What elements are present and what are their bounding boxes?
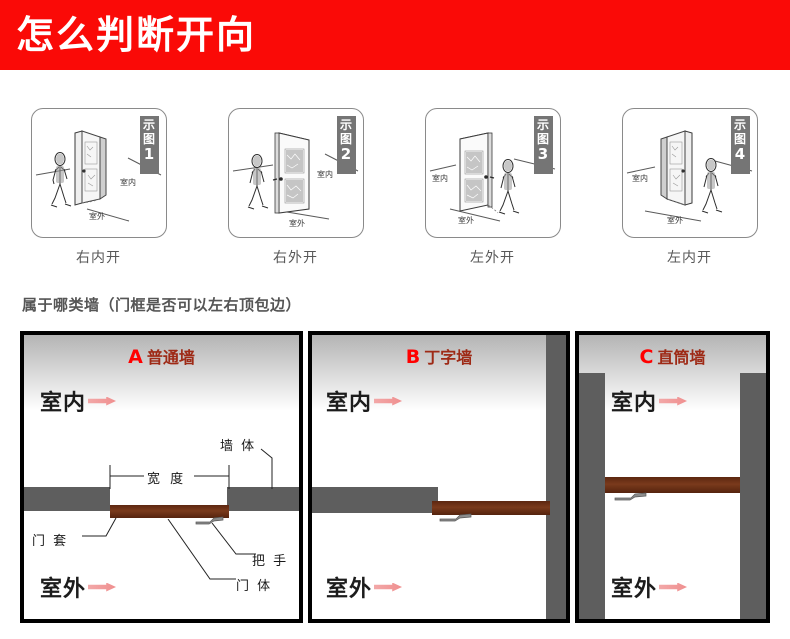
card-1-caption: 右内开 [76,250,121,266]
panel-b-wall-horizontal [312,487,438,513]
card-3-outdoor-label: 室外 [458,215,474,225]
illustration-card-3: 室内 室外 示图 3 左外开 [394,108,591,278]
door-scene-4-svg: 室内 室外 [626,130,752,225]
panel-a-wall-right [227,487,299,511]
card-2-outdoor-label: 室外 [289,218,305,228]
card-3-indoor-label: 室内 [432,173,448,183]
illustration-card-4: 室内 室外 示图 4 左内开 [591,108,788,278]
outdoor-arrow-icon [88,582,117,592]
panel-b-handle-icon [439,513,472,522]
door-scene-1-svg: 室内 室外 [35,130,161,222]
card-2-indoor-label: 室内 [317,169,333,179]
panel-a-indoor-label: 室内 [40,385,117,417]
panel-c-handle-icon [614,492,647,501]
panel-c-indoor-label: 室内 [611,385,688,417]
door-scene-3-svg: 室内 室外 [429,132,555,225]
card-4-indoor-label: 室内 [632,173,648,183]
card-1-badge-label: 示图 [142,118,155,146]
illustration-card-row: 室内 室外 示图 1 右内开 [0,108,790,278]
panel-a-door-body-leader [167,519,236,580]
panel-b-title-text: 丁字墙 [424,348,473,367]
header-banner: 怎么判断开向 [0,0,790,70]
door-illustration-2[interactable]: 室内 室外 示图 2 [227,108,364,238]
panel-c-title-text: 直筒墙 [657,348,706,367]
card-4-outdoor-label: 室外 [667,215,683,225]
panel-b-indoor-text: 室内 [326,391,373,416]
panel-c-indoor-text: 室内 [611,391,658,416]
door-illustration-4[interactable]: 室内 室外 示图 4 [621,108,758,238]
panel-b-gradient-backdrop [312,335,566,411]
panel-c-outdoor-label: 室外 [611,571,688,603]
card-3-badge-number: 3 [537,145,549,163]
indoor-arrow-icon [374,396,403,406]
illustration-card-1: 室内 室外 示图 1 右内开 [0,108,197,278]
card-4-caption: 左内开 [667,250,712,266]
page-title: 怎么判断开向 [16,13,257,57]
panel-a-title-text: 普通墙 [146,348,195,367]
panel-b-indoor-label: 室内 [326,385,403,417]
indoor-arrow-icon [659,396,688,406]
panel-a-door-casing-label: 门 套 [32,534,69,549]
card-4-badge-label: 示图 [733,118,746,146]
card-4-badge: 示图 4 [730,116,750,174]
panel-a-handle-icon [195,516,224,525]
card-3-badge-label: 示图 [536,118,549,146]
illustration-card-2: 室内 室外 示图 2 右外开 [197,108,394,278]
panel-a-wall-left [24,487,110,511]
door-illustration-3[interactable]: 室内 室外 示图 3 [424,108,561,238]
card-2-badge-label: 示图 [339,118,352,146]
panel-a-outdoor-label: 室外 [40,571,117,603]
panel-a-handle-leader [211,523,256,555]
card-1-badge-number: 1 [143,145,155,163]
panel-a-gradient-backdrop [24,335,299,411]
panel-c-wall-left [579,373,605,619]
panel-b-door-leaf [432,501,550,515]
panel-b-letter: B [405,346,421,368]
outdoor-arrow-icon [374,582,403,592]
panel-c-door-leaf [605,477,740,493]
panel-c-letter: C [639,346,654,368]
panel-b-outdoor-text: 室外 [326,577,373,602]
panel-c-gradient-backdrop [579,335,766,411]
outdoor-arrow-icon [659,582,688,592]
door-scene-2-svg: 室内 室外 [232,132,358,228]
panel-a-width-dimension [109,465,230,489]
card-1-outdoor-label: 室外 [89,211,105,221]
panel-a-width-label: 宽 度 [144,468,190,487]
card-1-badge: 示图 1 [139,116,159,174]
panel-a-outdoor-text: 室外 [40,577,87,602]
card-2-caption: 右外开 [273,250,318,266]
indoor-arrow-icon [88,396,117,406]
panel-a-door-leaf [110,505,229,518]
panel-a-wall-body-leader [260,448,273,489]
card-3-caption: 左外开 [470,250,515,266]
card-1-indoor-label: 室内 [120,177,136,187]
wall-type-section-heading: 属于哪类墙（门框是否可以左右顶包边） [22,296,302,314]
panel-c-wall-right [740,373,766,619]
panel-a-indoor-text: 室内 [40,391,87,416]
panel-a-wall-body-label: 墙 体 [220,439,257,454]
panel-b-outdoor-label: 室外 [326,571,403,603]
panel-a-letter: A [128,346,143,368]
card-2-badge: 示图 2 [336,116,356,174]
panel-a-door-body-label: 门 体 [236,579,273,594]
panel-a-handle-label: 把 手 [252,554,289,569]
card-2-badge-number: 2 [340,145,352,163]
card-3-badge: 示图 3 [533,116,553,174]
panel-a-door-casing-leader [82,517,117,537]
panel-c-outdoor-text: 室外 [611,577,658,602]
card-4-badge-number: 4 [734,145,746,163]
door-illustration-1[interactable]: 室内 室外 示图 1 [30,108,167,238]
panel-b-wall-vertical [546,335,566,619]
